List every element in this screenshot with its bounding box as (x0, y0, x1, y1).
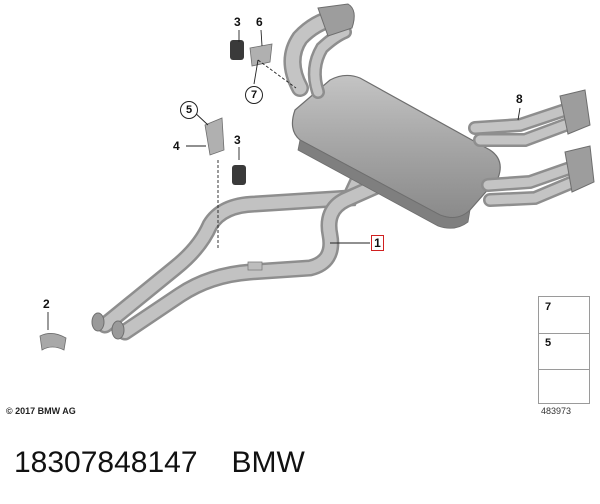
right-tailpipes (468, 89, 595, 207)
legend-row-bolt: 5 (539, 333, 589, 370)
callout-6: 6 (256, 15, 263, 29)
rubber-mount-upper (230, 40, 273, 67)
image-id: 483973 (541, 406, 572, 416)
brand-name: BMW (231, 446, 305, 479)
callout-8: 8 (516, 92, 523, 106)
upper-tailpipe (283, 3, 355, 99)
part-number: 18307848147 (14, 446, 198, 479)
callout-7: 7 (245, 86, 263, 104)
fastener-legend: 7 5 (538, 296, 590, 404)
callout-3-lower: 3 (234, 133, 241, 147)
callout-5: 5 (180, 101, 198, 119)
exhaust-system-diagram (39, 3, 595, 399)
callout-4: 4 (173, 139, 180, 153)
pipe-clamp (39, 333, 67, 351)
callout-1-highlighted: 1 (371, 235, 384, 251)
part-footer: 18307848147 BMW (14, 446, 305, 480)
legend-label-5: 5 (545, 337, 552, 349)
bracket-middle (204, 117, 246, 185)
legend-label-7: 7 (545, 301, 552, 313)
copyright-text: © 2017 BMW AG (6, 406, 76, 416)
callout-3-upper: 3 (234, 15, 241, 29)
front-pipe-assembly (91, 161, 387, 341)
legend-row-nut: 7 (539, 297, 589, 334)
callout-2: 2 (43, 297, 50, 311)
